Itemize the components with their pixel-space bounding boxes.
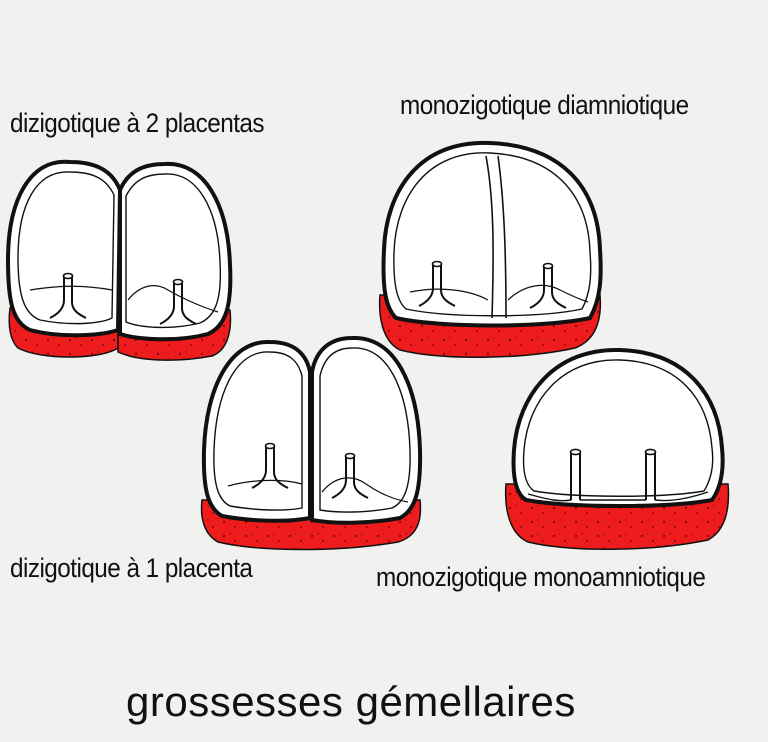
- page-title: grossesses gémellaires: [126, 678, 576, 725]
- panel-monozygotic-monoamniotic: [504, 347, 730, 550]
- umbilical-cord: [569, 448, 582, 500]
- chorion-left: [201, 339, 312, 523]
- chorion-right: [310, 335, 423, 525]
- chorion: [511, 347, 725, 508]
- chorion-right: [118, 161, 233, 342]
- panel-dizygotic-2-placentas: [5, 159, 233, 361]
- label-dizygotic-2-placentas: dizigotique à 2 placentas: [10, 108, 265, 138]
- chorion-left: [5, 159, 123, 338]
- panel-monozygotic-diamniotic: [378, 140, 603, 358]
- label-dizygotic-1-placenta: dizigotique à 1 placenta: [10, 553, 253, 583]
- label-monozygotic-diamniotic: monozigotique diamniotique: [400, 90, 689, 120]
- umbilical-cord: [644, 448, 657, 500]
- panel-dizygotic-1-placenta: [200, 335, 423, 551]
- label-monozygotic-monoamniotic: monozigotique monoamniotique: [376, 562, 706, 592]
